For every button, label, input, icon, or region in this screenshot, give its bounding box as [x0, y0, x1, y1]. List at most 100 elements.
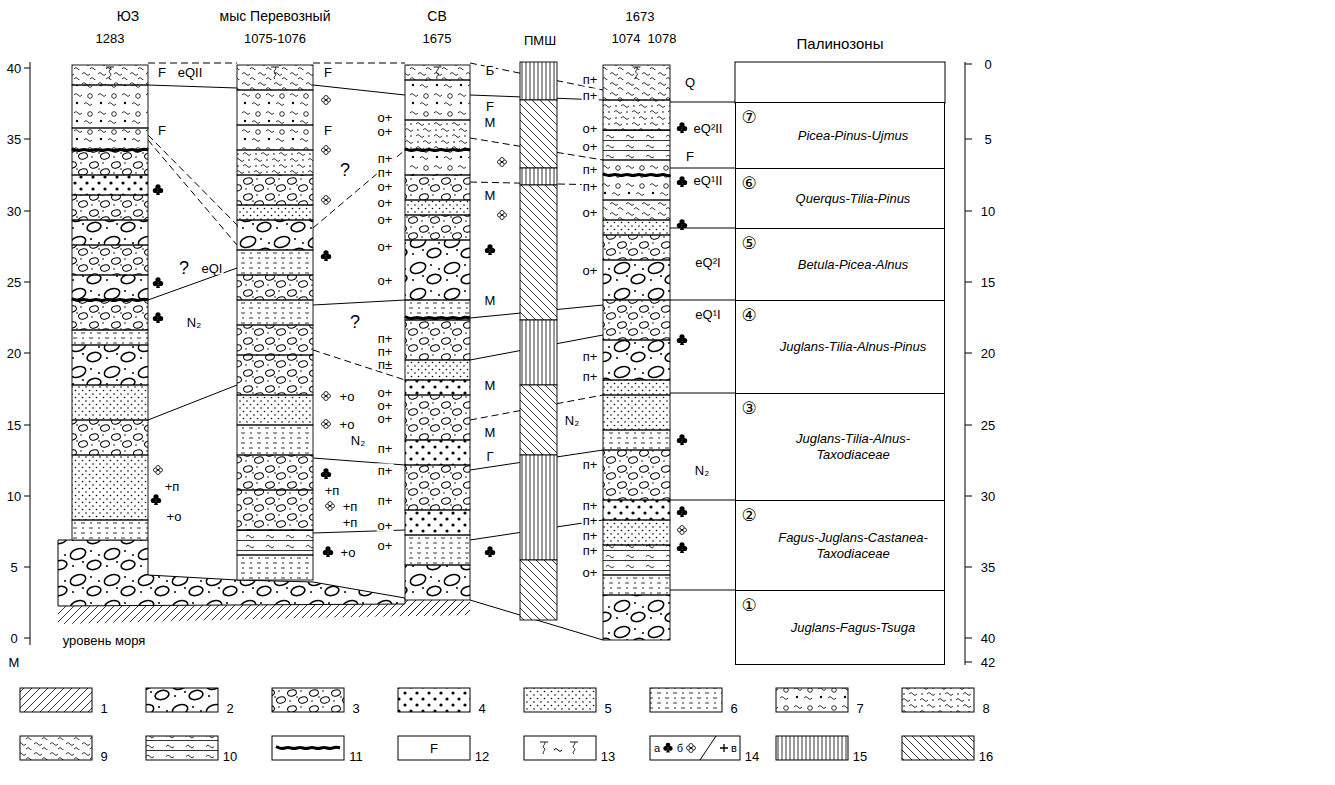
- axis-tick: [965, 567, 972, 568]
- layer: [603, 260, 670, 300]
- fossil-symbol-a: [677, 334, 687, 345]
- annotation-label: п+: [582, 514, 599, 527]
- legend-swatch-border: [776, 688, 848, 712]
- layer: [237, 90, 313, 125]
- axis-tick: [965, 662, 972, 663]
- layer: [237, 125, 313, 150]
- layer: [72, 128, 148, 150]
- annotation-label: о+: [377, 386, 394, 399]
- layer: [405, 565, 470, 600]
- polarity-interval: [520, 455, 557, 560]
- layer: [72, 455, 148, 520]
- legend-swatch: [20, 688, 92, 712]
- correlation-line: [313, 300, 405, 305]
- zone-taxa: Juglans-Tilia-Alnus-Pinus: [762, 337, 944, 357]
- layer: [237, 455, 313, 490]
- layer: [405, 80, 470, 120]
- legend-number: 11: [348, 750, 364, 763]
- axis-tick: [965, 353, 972, 354]
- legend-swatch: [524, 688, 596, 712]
- layer: [603, 520, 670, 545]
- soil-symbol: [633, 67, 641, 79]
- fossil-symbols: [151, 96, 687, 558]
- zone-number: ④: [736, 305, 762, 325]
- legend-swatch: [650, 736, 740, 760]
- layer: [237, 90, 313, 125]
- layer: [237, 300, 313, 325]
- legend-swatch: [146, 688, 218, 712]
- fossil-symbol-a: [679, 334, 684, 339]
- layer: [405, 535, 470, 565]
- axis-tick: [965, 64, 972, 65]
- gravel-body: [58, 540, 405, 606]
- annotation-label: F: [323, 66, 333, 79]
- legend-swatch: [902, 688, 974, 712]
- fossil-symbol-b: [680, 526, 684, 530]
- legend-swatch-border: [524, 688, 596, 712]
- fossil-symbol-a: [153, 184, 163, 195]
- annotation-label: ?: [178, 259, 190, 277]
- correlation-line: [670, 590, 735, 591]
- fossil-symbol-b: [500, 215, 504, 219]
- layer: [237, 425, 313, 455]
- legend-swatch: [272, 688, 344, 712]
- annotation-label: 1078: [647, 32, 678, 45]
- fossil-symbol-b: [678, 526, 687, 535]
- fossil-symbol-a: [679, 434, 684, 439]
- paleomagnetic-column: [520, 62, 557, 620]
- annotation-label: п+: [377, 332, 394, 345]
- layer: [405, 215, 470, 240]
- layer: [603, 500, 670, 520]
- layer: [405, 380, 470, 395]
- annotation-label: 0: [9, 632, 18, 645]
- annotation-label: N₂: [350, 434, 366, 447]
- annotation-label: 42: [980, 656, 996, 669]
- zone-number: ⑤: [736, 233, 762, 253]
- layer: [405, 120, 470, 150]
- legend-swatch: [524, 688, 596, 712]
- fossil-symbol-a: [321, 468, 331, 479]
- annotation-label: 40: [980, 632, 996, 645]
- layer: [405, 240, 470, 300]
- fossil-symbol-c: [720, 744, 728, 752]
- correlation-line: [148, 268, 237, 300]
- borehole-column: [237, 65, 313, 580]
- layer: [603, 340, 670, 380]
- annotation-label: eQ¹II: [693, 174, 724, 187]
- legend-swatch: [146, 688, 218, 712]
- annotation-label: п+: [377, 464, 394, 477]
- annotation-label: +о: [166, 510, 183, 523]
- layer: [603, 160, 670, 175]
- layer: [405, 150, 470, 175]
- annotation-label: Г: [485, 450, 494, 463]
- zone-taxa: Betula-Picea-Alnus: [762, 255, 944, 275]
- legend-swatch: [146, 736, 218, 760]
- annotation-label: п+: [582, 163, 599, 176]
- layer: [72, 220, 148, 245]
- annotation-label: ?: [349, 313, 361, 331]
- layer: [405, 510, 470, 535]
- annotation-label: 1075-1076: [243, 32, 307, 45]
- layer: [405, 320, 470, 360]
- layer: [237, 355, 313, 395]
- layer: [237, 325, 313, 355]
- legend-swatch: [650, 688, 722, 712]
- annotation-label: eQI: [201, 262, 224, 275]
- annotation-label: п+: [582, 180, 599, 193]
- layer: [603, 235, 670, 260]
- layer: [237, 150, 313, 175]
- fossil-symbol-a: [679, 542, 684, 547]
- layer: [603, 300, 670, 340]
- annotation-label: о+: [582, 122, 599, 135]
- gravel-body: [58, 540, 405, 606]
- layer: [237, 175, 313, 205]
- fossil-symbol-a: [153, 494, 158, 499]
- erosion-boundary: [603, 174, 670, 176]
- legend-swatch: [20, 688, 92, 712]
- layer: [603, 450, 670, 500]
- fossil-symbol-b: [328, 502, 332, 506]
- annotation-label: о+: [377, 180, 394, 193]
- layer: [405, 395, 470, 440]
- layer: [237, 490, 313, 530]
- fossil-symbol-a: [155, 184, 160, 189]
